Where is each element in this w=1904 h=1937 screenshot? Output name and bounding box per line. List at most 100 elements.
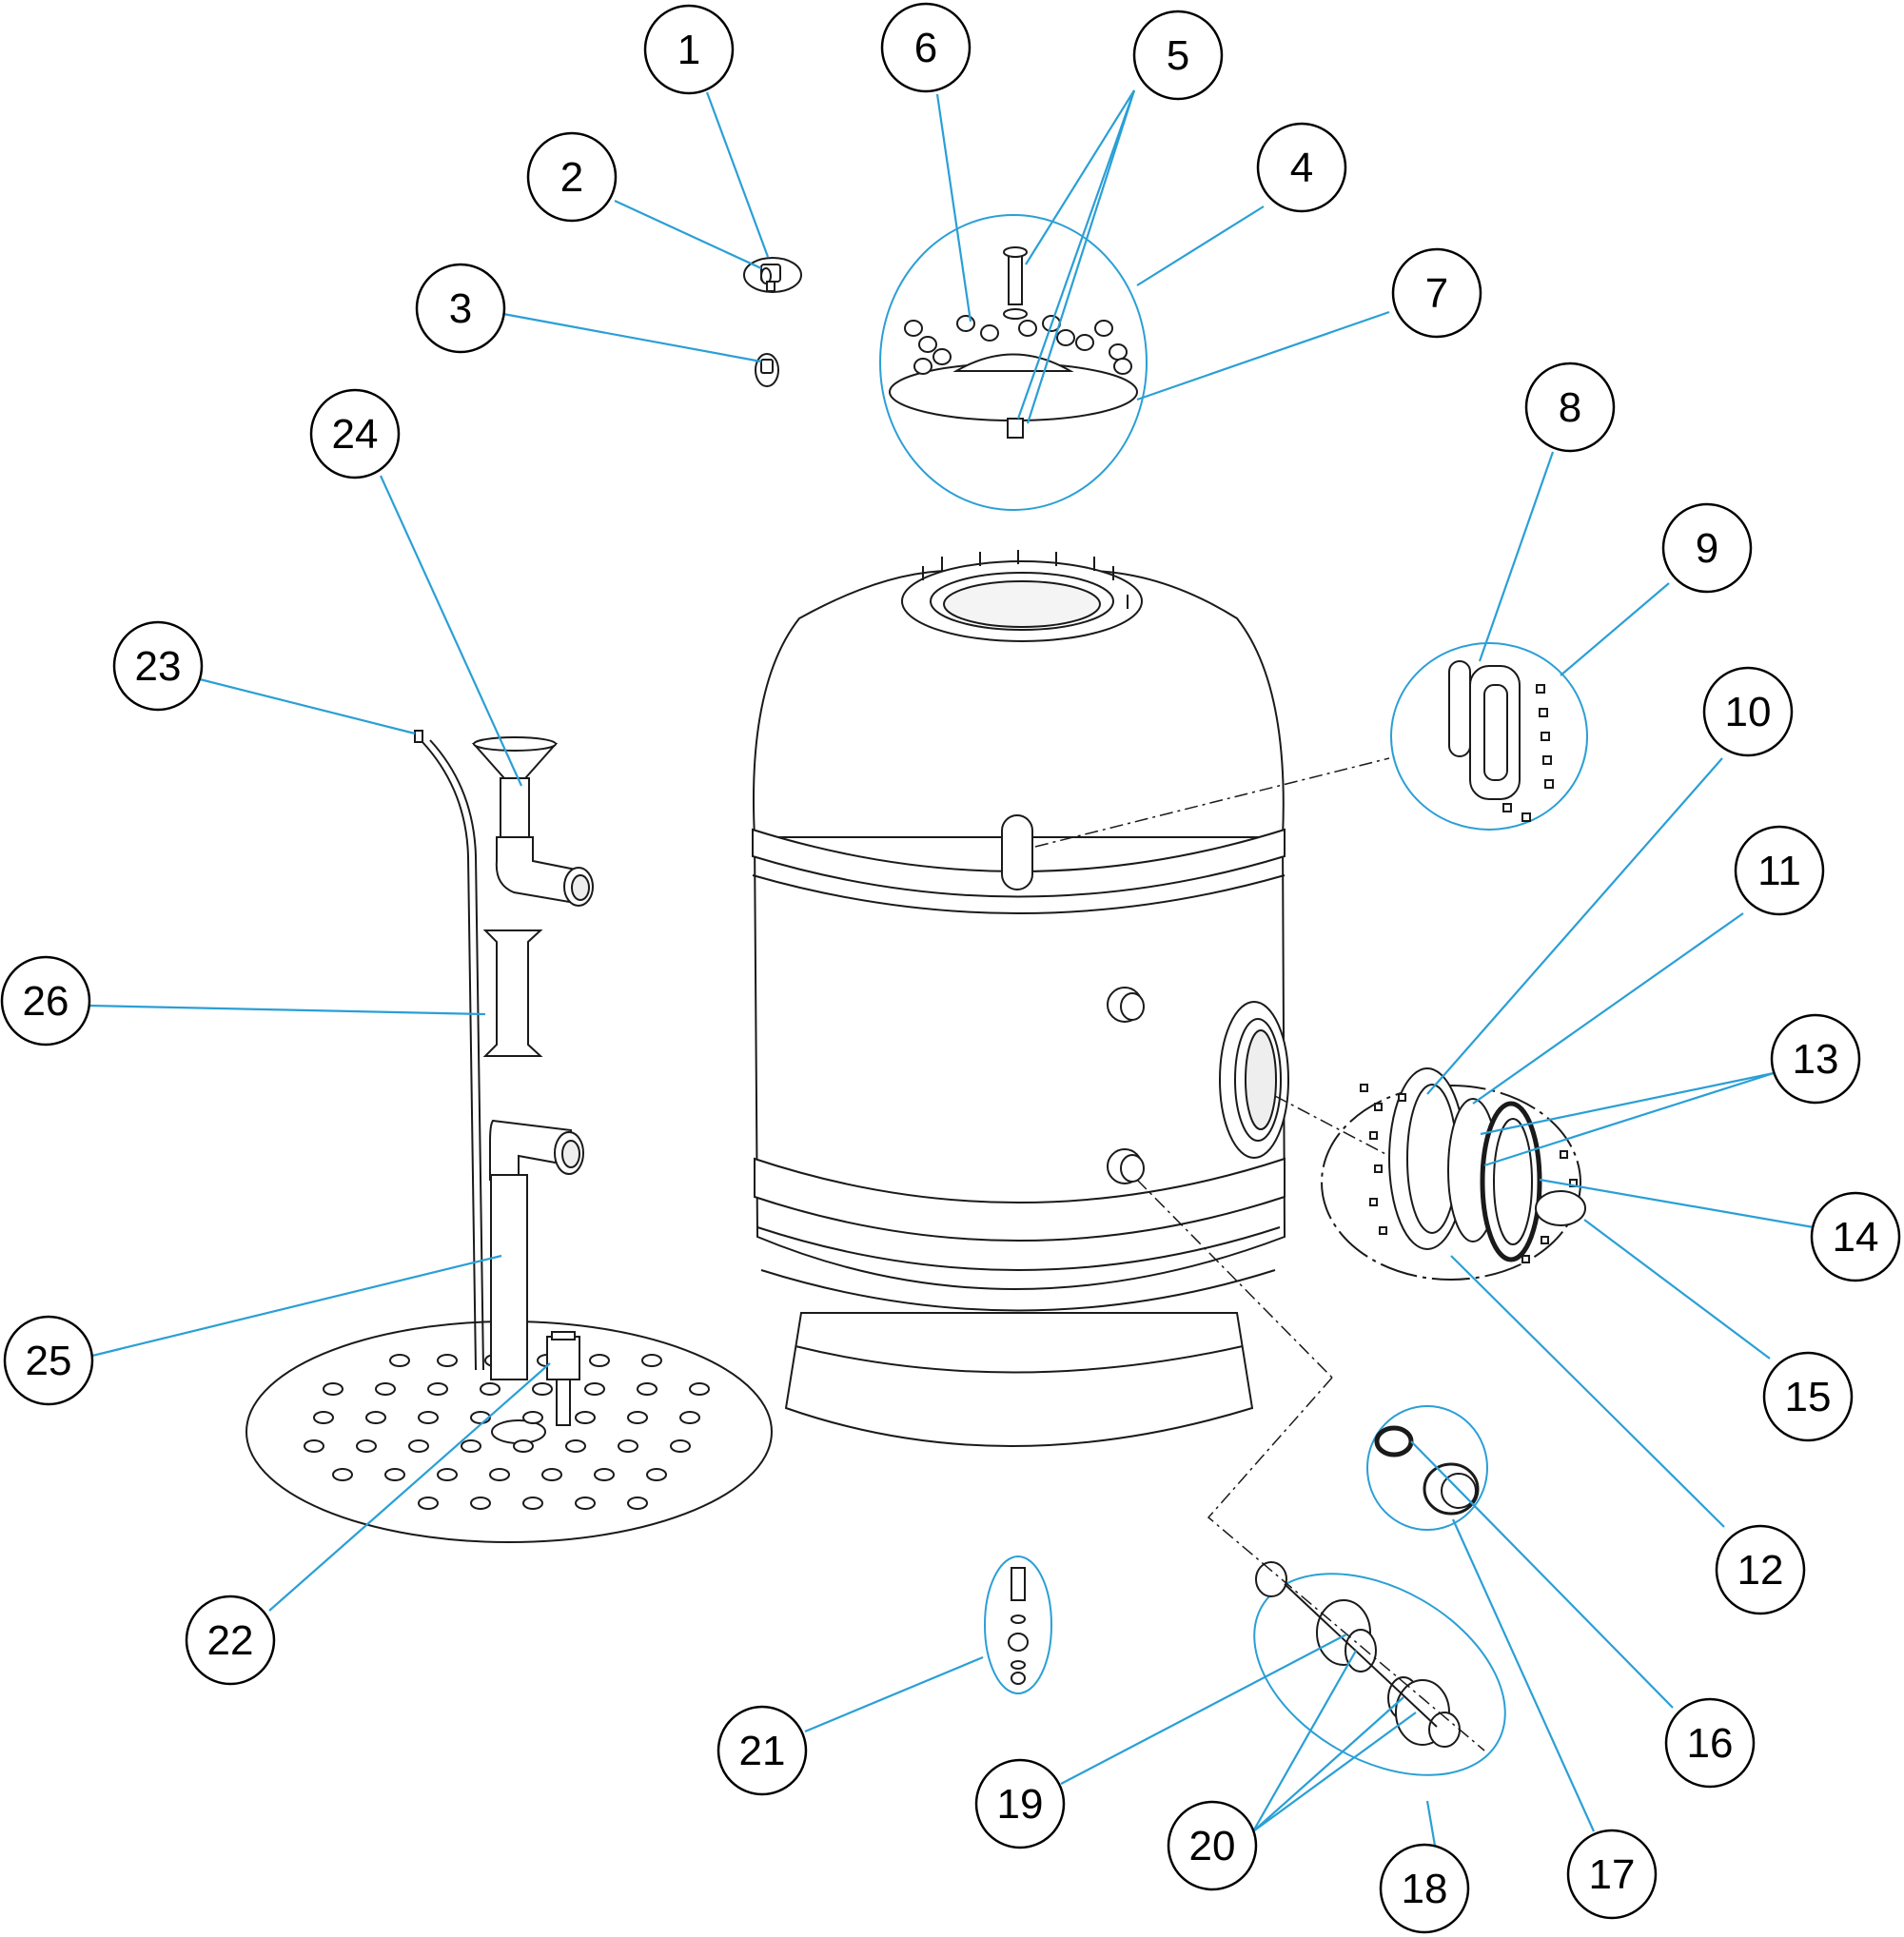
plate-hole: [541, 1468, 562, 1481]
callout-11[interactable]: 11: [1734, 825, 1825, 916]
leader-line-20: [1252, 1650, 1357, 1832]
callout-number: 22: [207, 1617, 254, 1664]
leader-line-15: [1583, 1219, 1771, 1360]
cover-nut: [1018, 320, 1037, 337]
union-detail: [1366, 1405, 1488, 1531]
plate-hole: [332, 1468, 353, 1481]
callout-16[interactable]: 16: [1664, 1697, 1756, 1789]
vertical-pipe: [490, 1174, 528, 1380]
callout-25[interactable]: 25: [3, 1315, 94, 1406]
callout-circle: [1810, 1191, 1901, 1282]
callout-20[interactable]: 20: [1167, 1800, 1258, 1891]
callout-number: 1: [677, 27, 700, 73]
callout-number: 9: [1696, 525, 1718, 572]
plate-hole: [522, 1411, 543, 1424]
plate-hole: [389, 1354, 410, 1367]
leader-line-18: [1425, 1800, 1437, 1847]
manhole-bolt: [1374, 1103, 1383, 1111]
callout-circle: [309, 388, 401, 479]
callout-number: 8: [1559, 384, 1581, 431]
callout-24[interactable]: 24: [309, 388, 401, 479]
callout-number: 13: [1793, 1036, 1839, 1083]
plate-hole: [408, 1439, 429, 1453]
side-manhole-opening: [1245, 1029, 1277, 1130]
callout-15[interactable]: 15: [1762, 1351, 1854, 1442]
callout-circle: [185, 1595, 276, 1686]
plate-hole: [646, 1468, 667, 1481]
manhole-bolt: [1360, 1084, 1368, 1092]
callout-10[interactable]: 10: [1702, 666, 1794, 757]
manhole-bolt: [1369, 1131, 1378, 1140]
plate-hole: [513, 1439, 534, 1453]
cover-nut: [932, 348, 952, 365]
callout-5[interactable]: 5: [1132, 10, 1224, 101]
top-flange-studs: [922, 550, 1129, 609]
top-flange-opening: [943, 580, 1101, 628]
callout-number: 5: [1167, 32, 1189, 79]
callout-26[interactable]: 26: [0, 955, 91, 1047]
manhole-detail: [1321, 1067, 1586, 1281]
callout-2[interactable]: 2: [526, 131, 618, 223]
leader-line-5: [1016, 89, 1136, 420]
sight-glass-gasket: [1448, 660, 1471, 757]
callout-12[interactable]: 12: [1715, 1524, 1806, 1615]
leader-line-22: [268, 1362, 551, 1612]
callout-8[interactable]: 8: [1524, 362, 1616, 453]
leader-line-13: [1480, 1071, 1775, 1136]
leader-line-9: [1560, 582, 1670, 676]
leader-line-14: [1539, 1178, 1815, 1229]
callout-circle: [1391, 247, 1482, 339]
callout-number: 24: [332, 411, 379, 458]
top-cover-center-bolt: [1008, 251, 1023, 305]
callout-circle: [1256, 122, 1347, 213]
manhole-bolt: [1374, 1164, 1383, 1173]
callout-circle: [0, 955, 91, 1047]
callout-7[interactable]: 7: [1391, 247, 1482, 339]
callout-circle: [974, 1758, 1066, 1849]
plate-hole: [437, 1468, 458, 1481]
callout-13[interactable]: 13: [1770, 1013, 1861, 1105]
sight-glass-bolt: [1542, 755, 1552, 765]
leader-line-4: [1136, 205, 1265, 286]
callout-6[interactable]: 6: [880, 2, 972, 93]
callout-19[interactable]: 19: [974, 1758, 1066, 1849]
callout-number: 6: [914, 25, 937, 71]
callout-3[interactable]: 3: [415, 263, 506, 354]
filter-tank: [752, 550, 1289, 1447]
callout-9[interactable]: 9: [1661, 502, 1753, 594]
callout-23[interactable]: 23: [112, 620, 204, 712]
lateral-plate: [245, 1321, 773, 1543]
callout-number: 12: [1737, 1547, 1784, 1594]
leader-line-5: [1025, 89, 1135, 265]
leader-line-12: [1450, 1255, 1725, 1528]
tank-lower-band-line: [756, 1226, 1281, 1271]
callout-number: 4: [1290, 145, 1313, 191]
manhole-handle: [1535, 1190, 1586, 1226]
callout-17[interactable]: 17: [1566, 1829, 1658, 1920]
air-relief-tube: [422, 741, 477, 1371]
air-tube-tip: [414, 730, 423, 743]
lower-nozzle: [1107, 1148, 1145, 1184]
callout-21[interactable]: 21: [716, 1705, 808, 1796]
sight-glass-bolt: [1536, 684, 1545, 694]
callout-18[interactable]: 18: [1379, 1843, 1470, 1934]
valve-detail: [1253, 1561, 1506, 1776]
callout-4[interactable]: 4: [1256, 122, 1347, 213]
manhole-detail-outline: [1321, 1085, 1581, 1281]
sight-glass-bolt: [1539, 708, 1548, 717]
plate-hole: [575, 1411, 596, 1424]
plate-hole: [375, 1382, 396, 1396]
callout-number: 16: [1687, 1720, 1734, 1767]
sight-glass-bolts: [1502, 684, 1554, 822]
plate-hole: [356, 1439, 377, 1453]
plate-hole: [679, 1411, 700, 1424]
callout-circle: [1762, 1351, 1854, 1442]
callout-22[interactable]: 22: [185, 1595, 276, 1686]
union-oring: [1374, 1425, 1414, 1458]
callout-1[interactable]: 1: [643, 4, 735, 95]
callout-14[interactable]: 14: [1810, 1191, 1901, 1282]
leader-line-21: [804, 1655, 984, 1733]
tank-upper-band-line: [752, 874, 1286, 914]
callout-number: 26: [23, 978, 69, 1025]
